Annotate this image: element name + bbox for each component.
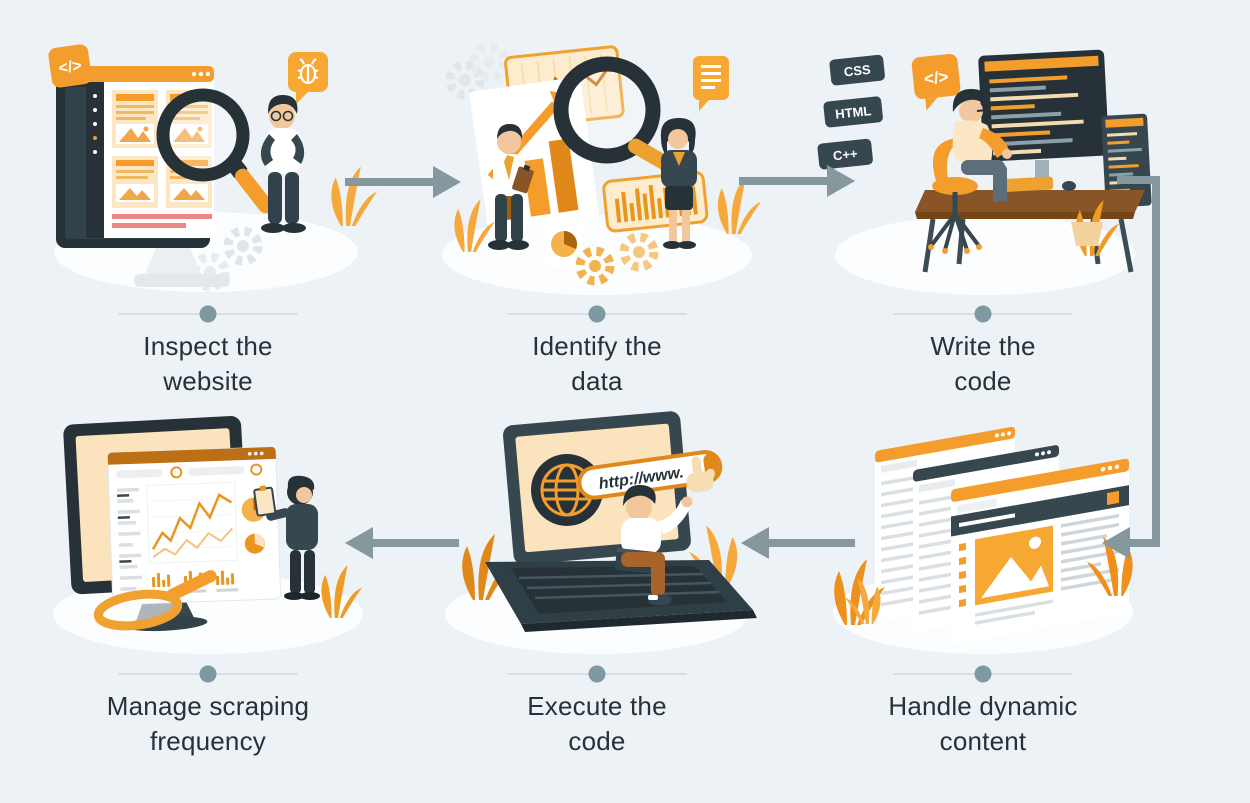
arrow-left-1	[741, 527, 855, 559]
arrow-right-1	[345, 166, 461, 198]
code-badge-text: </>	[58, 57, 83, 77]
label-line: Inspect the	[143, 331, 273, 361]
caption-divider	[118, 665, 298, 683]
handle-dynamic-content-art	[833, 426, 1133, 654]
keyboard	[994, 176, 1054, 193]
write-code-art: CSS HTML C++ </>	[817, 49, 1152, 295]
code-bubble: </>	[911, 53, 961, 111]
seated-person	[614, 484, 693, 606]
label-line: Handle dynamic	[888, 691, 1078, 721]
person-reviewer	[253, 475, 320, 600]
identify-data-illustration	[427, 40, 767, 295]
step-identify-data: Identify the data	[427, 40, 767, 399]
code-badge: </>	[48, 44, 92, 88]
code-bubble-text: </>	[923, 67, 950, 88]
step-execute-code: http://www.	[427, 400, 767, 759]
step-label: Identify the data	[427, 329, 767, 399]
arrow-right-2	[739, 165, 855, 197]
browser-window-front	[951, 458, 1129, 645]
bug-bubble	[288, 52, 328, 104]
sidebar-lines	[116, 487, 143, 591]
content-card	[166, 156, 212, 208]
clipboard	[253, 485, 277, 517]
caption-divider	[507, 665, 687, 683]
label-line: code	[568, 726, 626, 756]
manage-scraping-frequency-art	[53, 416, 363, 654]
step-label: Manage scraping frequency	[38, 689, 378, 759]
step-handle-dynamic-content: Handle dynamic content	[813, 400, 1153, 759]
label-line: content	[939, 726, 1027, 756]
clipboard	[512, 164, 534, 194]
mouse	[1062, 181, 1076, 191]
divider-dot	[974, 665, 992, 683]
label-line: website	[163, 366, 253, 396]
arrow-elbow-down-left	[1102, 176, 1160, 559]
html-badge: HTML	[835, 103, 873, 122]
developer	[952, 88, 1014, 211]
handle-dynamic-content-illustration	[813, 400, 1153, 655]
caption-divider	[893, 305, 1073, 323]
language-badges: CSS HTML C++	[817, 54, 885, 170]
person-presenter	[660, 118, 697, 249]
content-card	[112, 156, 158, 208]
inspect-website-illustration: </>	[38, 40, 378, 295]
execute-code-art: http://www.	[445, 411, 757, 654]
line-chart	[146, 481, 238, 564]
step-caption: Inspect the website	[38, 305, 378, 399]
hand-cursor-icon	[686, 456, 716, 493]
inspect-website-art: </>	[48, 44, 377, 292]
step-caption: Execute the code	[427, 665, 767, 759]
person	[260, 94, 306, 233]
step-label: Inspect the website	[38, 329, 378, 399]
plant-pot	[1071, 199, 1119, 256]
person-analyst	[488, 123, 534, 250]
divider-dot	[199, 665, 217, 683]
css-badge: CSS	[843, 62, 871, 80]
label-line: code	[954, 366, 1012, 396]
label-line: Identify the	[532, 331, 662, 361]
step-write-code: CSS HTML C++ </>	[813, 40, 1153, 399]
chair	[928, 138, 982, 254]
content-card	[112, 90, 158, 148]
arrow-left-2	[345, 527, 459, 559]
laptop: http://www.	[485, 411, 757, 632]
bug-icon	[297, 58, 319, 85]
label-line: frequency	[150, 726, 266, 756]
divider-dot	[588, 665, 606, 683]
label-line: Execute the	[527, 691, 667, 721]
cpp-badge: C++	[832, 146, 858, 164]
step-caption: Handle dynamic content	[813, 665, 1153, 759]
step-label: Write the code	[813, 329, 1153, 399]
step-caption: Identify the data	[427, 305, 767, 399]
label-line: Write the	[930, 331, 1036, 361]
step-caption: Write the code	[813, 305, 1153, 399]
step-caption: Manage scraping frequency	[38, 665, 378, 759]
code-monitor	[978, 49, 1110, 162]
divider-dot	[588, 305, 606, 323]
identify-data-art	[442, 40, 761, 295]
step-label: Execute the code	[427, 689, 767, 759]
label-line: Manage scraping	[106, 691, 310, 721]
step-inspect-website: </>	[38, 40, 378, 399]
caption-divider	[893, 665, 1073, 683]
magnifier-icon	[156, 88, 274, 214]
divider-dot	[199, 305, 217, 323]
step-label: Handle dynamic content	[813, 689, 1153, 759]
ground-ellipse	[835, 215, 1135, 295]
mini-stats	[151, 570, 235, 588]
step-manage-scraping-frequency: Manage scraping frequency	[38, 400, 378, 759]
execute-code-illustration: http://www.	[427, 400, 767, 655]
caption-divider	[507, 305, 687, 323]
write-code-illustration: CSS HTML C++ </>	[813, 40, 1153, 295]
bullet-list	[959, 542, 966, 608]
side-code-panel	[1101, 113, 1152, 208]
magnifier-icon	[553, 56, 661, 164]
speech-bubble	[693, 56, 729, 111]
magnifier-floor	[93, 570, 217, 631]
label-line: data	[571, 366, 623, 396]
manage-scraping-frequency-illustration	[38, 400, 378, 655]
divider-dot	[974, 305, 992, 323]
caption-divider	[118, 305, 298, 323]
